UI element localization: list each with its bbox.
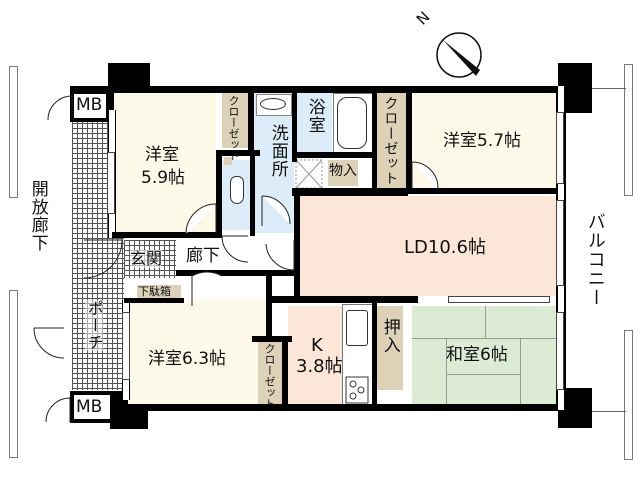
wall-hall-bottom [176,270,296,276]
balcony-rail [624,64,633,196]
wall-oshiire-left [372,300,377,408]
wall-entrance-bottom [124,298,184,303]
north-arrow-icon [436,32,482,78]
tatami-line-5 [446,374,520,375]
toilet-shelf [224,157,232,165]
western-room-6-3-name: 洋室6.3帖 [148,349,227,369]
door-room3-icon [191,271,223,306]
sink-icon [346,310,368,346]
wall-ld-left [294,196,300,296]
meter-box-bottom-label: MB [76,397,103,417]
window-room2 [556,112,564,184]
hallway-label: 廊下 [186,246,220,266]
window-japanese [556,312,564,390]
porch-gate-door-icon [33,327,65,359]
wall-toilet-top [216,150,260,156]
door-entrance-icon [83,239,123,279]
entrance-label: 玄関 [130,249,163,269]
bathtub-basin-icon [337,97,367,149]
wall-ld-bottom [268,296,418,303]
corridor-rail-lower [9,290,18,458]
tatami-line-1 [412,338,558,339]
wall-closet2-left [372,92,377,192]
balcony-label: バルコニー [584,212,606,307]
mb-bottom-door-icon [45,397,71,423]
closet-2-label: クローゼット [382,96,399,186]
living-dining-label: LD10.6帖 [404,237,486,258]
balcony-railing-bottom [590,411,626,412]
door-room1-icon [185,203,217,235]
wall-closet1-right [248,92,254,156]
closet-2 [377,92,406,188]
shoe-box-label: 下駄箱 [138,285,171,298]
washbasin-bowl-icon [260,98,286,110]
closet-3-label: クローゼット [263,343,276,409]
balcony-rail-lower [624,330,633,460]
wall-top [70,86,562,93]
western-room-5-7-name: 洋室5.7帖 [443,131,522,151]
open-corridor-label: 開放廊下 [27,180,48,252]
wall-kitchen-left [282,336,288,408]
kitchen-name: K [311,335,323,356]
tatami-line-4 [485,306,486,338]
tatami-line-3 [520,338,521,406]
oshiire-label: 押入 [379,318,400,354]
porch-label: ポーチ [84,300,104,351]
wall-closet2-right [406,92,412,192]
oshiire [377,306,403,390]
wall-bottom [110,404,560,411]
storage-room-label: 物入 [329,163,357,179]
closet-1 [222,93,248,148]
bathroom [296,93,332,153]
laundry-pan-icon [295,159,323,189]
tatami-line-2 [446,338,447,406]
door-washroom-icon [261,195,291,226]
western-room-5-9-size: 5.9帖 [141,168,186,188]
mb-top-door-icon [47,95,73,121]
wall-bath-left [292,92,297,162]
bathroom-label: 浴室 [304,98,325,134]
compass: N [410,8,490,78]
wall-closet3-top [252,336,292,342]
toilet-bowl-icon [230,176,244,204]
door-ld-icon [265,240,295,271]
wall-room1-bottom [112,232,222,238]
window-room1 [107,152,115,214]
stove-icon [345,376,369,404]
closet-3 [258,340,282,404]
washroom [254,93,294,233]
wall-room2-bottom [406,188,558,194]
living-dining-room [300,196,558,296]
window-ld [556,200,564,286]
washroom-label: 洗面所 [267,124,288,178]
corridor-rail [9,66,18,198]
sliding-door-ld-japanese [448,296,550,303]
door-toilet-icon [221,235,249,263]
shoe-box [137,285,181,298]
wall-ld-top [292,188,408,196]
kitchen-size: 3.8帖 [296,356,343,377]
balcony-railing-top [590,88,626,89]
western-room-6-3 [128,300,268,404]
western-room-5-7 [412,92,558,188]
wall-toilet-right [250,150,255,236]
japanese-room-label: 和室6帖 [446,345,508,365]
wall-room3-right [266,276,272,342]
wall-toilet-left [216,150,222,236]
meter-box-top-label: MB [76,95,103,115]
closet-1-label: クローゼット [227,95,240,161]
door-room2-icon [411,161,439,189]
window-room3 [122,312,130,380]
storage-room [328,160,358,186]
kitchen [288,306,342,406]
wall-bath-bottom [292,152,376,158]
western-room-5-9-name: 洋室 [145,145,179,165]
